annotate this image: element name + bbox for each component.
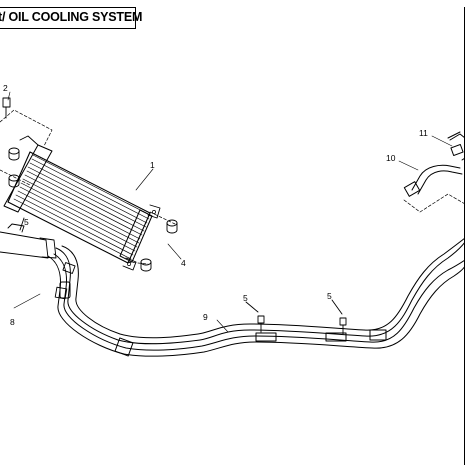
callout-5-fastener [19,217,25,231]
callouts: 1 2 4 5 5 5 8 9 10 11 [3,83,428,327]
bolt-2 [2,97,11,119]
title-prefix: t [0,10,2,24]
hose-fittings-left [0,223,76,300]
right-tube-assembly [403,131,465,197]
leader-lines [7,91,453,333]
callout-8: 8 [10,317,15,327]
diagram-title-box: t/ OIL COOLING SYSTEM [0,7,142,29]
callout-1: 1 [150,160,155,170]
callout-5-right: 5 [327,291,332,301]
rubber-grommet [8,147,178,272]
mounting-bracket-dashed [0,109,176,265]
callout-5-left: 5 [24,217,29,227]
line-fasteners [245,299,347,335]
callout-10: 10 [386,153,396,163]
callout-4: 4 [181,258,186,268]
oil-cooler [3,135,161,271]
callout-9: 9 [203,312,208,322]
callout-2: 2 [3,83,8,93]
diagram-title: t/ OIL COOLING SYSTEM [0,10,142,24]
callout-5-mid: 5 [243,293,248,303]
right-bracket-dashed [403,193,465,213]
callout-11: 11 [419,128,428,138]
title-main: / OIL COOLING SYSTEM [1,10,143,24]
oil-line-pair [47,237,465,357]
